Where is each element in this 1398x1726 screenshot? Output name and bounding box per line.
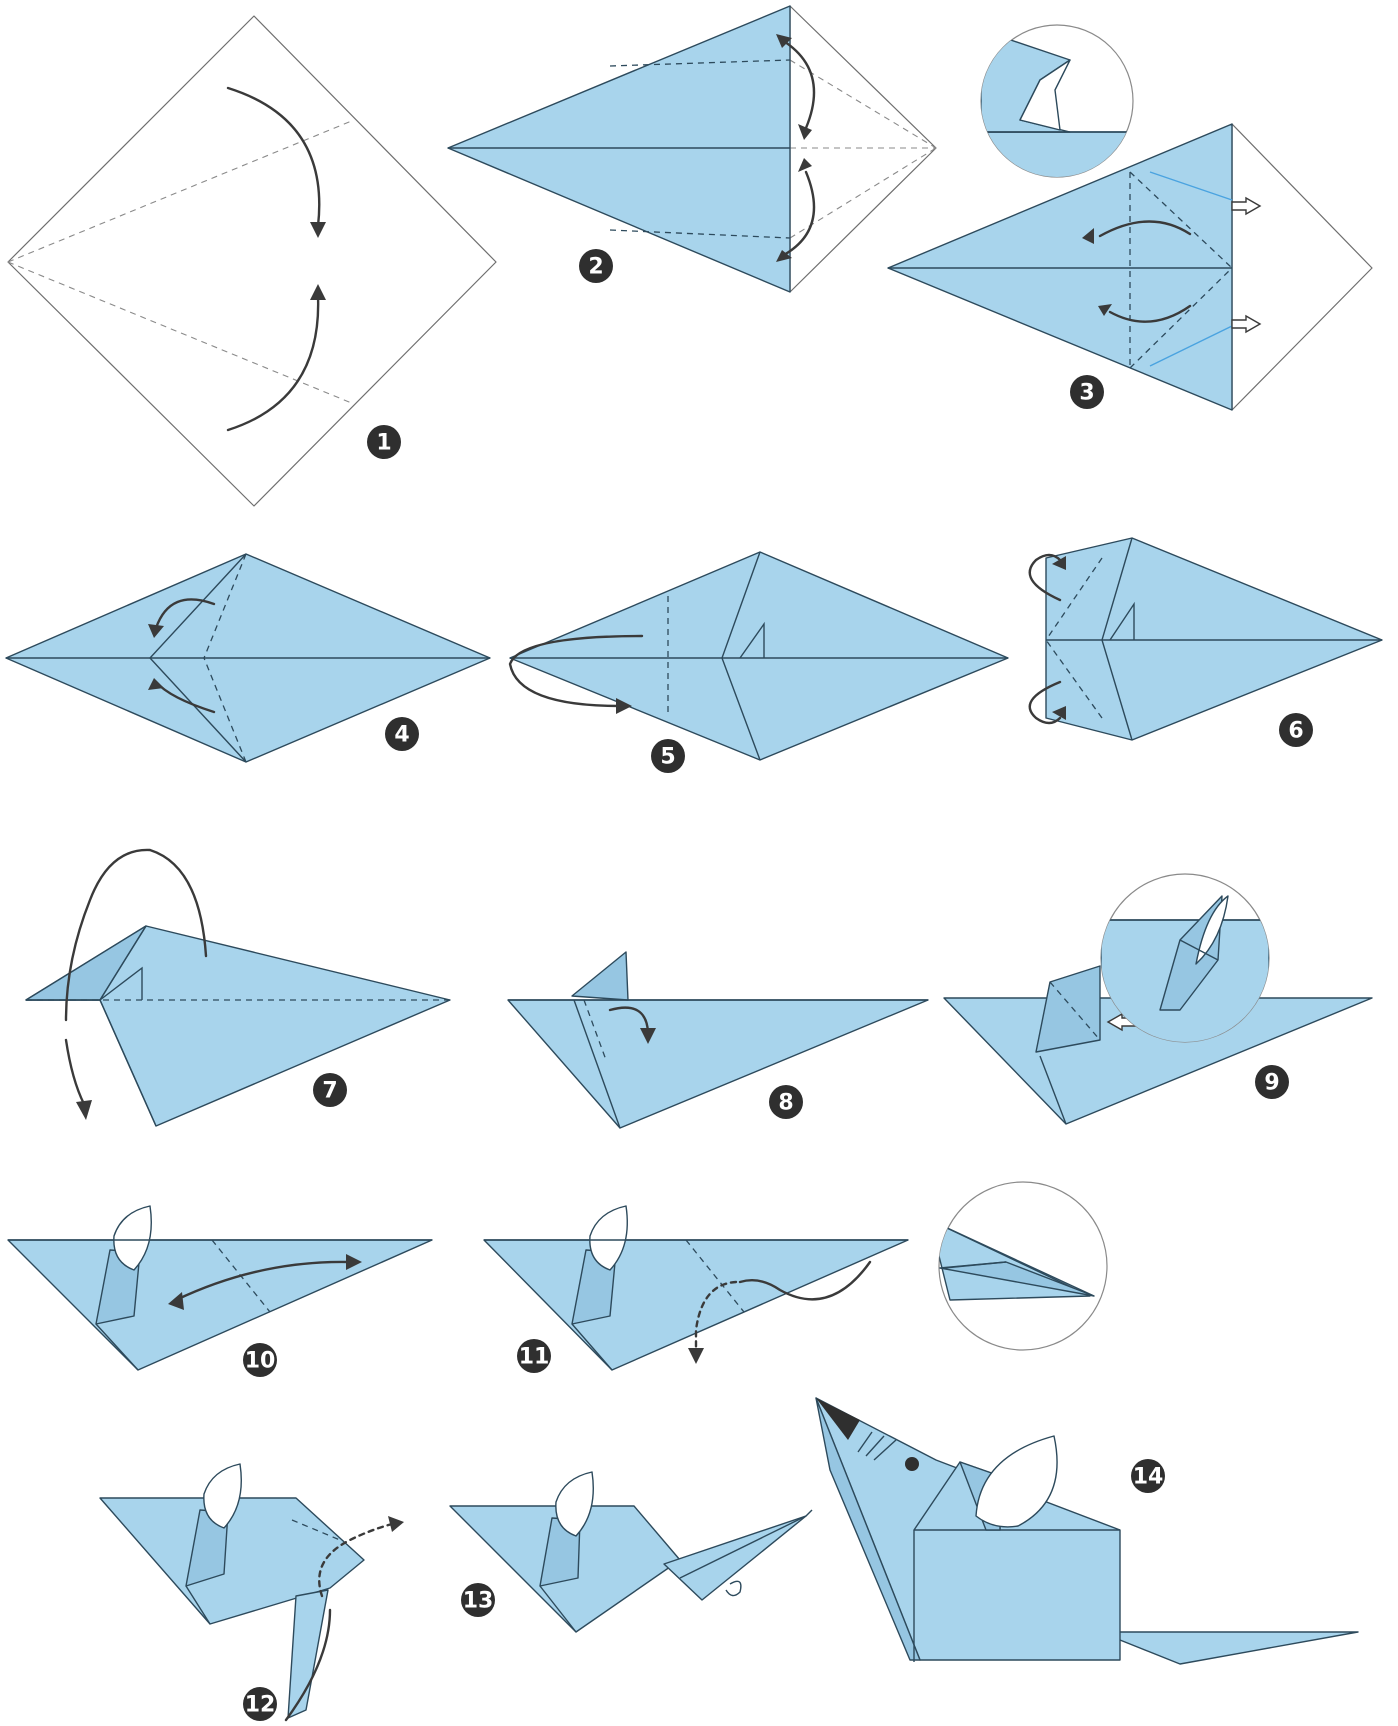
step-12-figure [100, 1464, 404, 1720]
step-3-badge: 3 [1070, 375, 1104, 409]
svg-text:6: 6 [1288, 719, 1303, 744]
step-9-badge: 9 [1255, 1065, 1289, 1099]
step-13-badge: 13 [461, 1583, 495, 1617]
step-2-figure [448, 6, 936, 292]
step-5-badge: 5 [651, 739, 685, 773]
svg-text:9: 9 [1264, 1071, 1279, 1096]
step-3-detail-circle [981, 25, 1133, 192]
svg-text:5: 5 [660, 745, 675, 770]
step-6-figure [1030, 538, 1382, 740]
step-7-figure [26, 850, 450, 1126]
step-10-figure [8, 1206, 432, 1370]
step-2-badge: 2 [579, 249, 613, 283]
step-1-figure [8, 16, 496, 506]
svg-text:8: 8 [778, 1091, 793, 1116]
step-11-badge: 11 [517, 1339, 551, 1373]
svg-text:13: 13 [463, 1589, 494, 1614]
eye [905, 1457, 919, 1471]
step-10-badge: 10 [243, 1343, 277, 1377]
step-1-badge: 1 [367, 425, 401, 459]
svg-text:1: 1 [376, 431, 391, 456]
svg-text:2: 2 [588, 255, 603, 280]
step-7-badge: 7 [313, 1073, 347, 1107]
step-14-badge: 14 [1131, 1459, 1165, 1493]
step-12-badge: 12 [243, 1687, 277, 1721]
step-11-detail-circle [930, 1182, 1107, 1350]
step-13-figure [450, 1472, 812, 1632]
svg-text:4: 4 [394, 723, 409, 748]
step-8-badge: 8 [769, 1085, 803, 1119]
step-5-figure [510, 552, 1008, 760]
svg-text:12: 12 [245, 1693, 276, 1718]
step-8-figure [508, 952, 928, 1128]
svg-text:14: 14 [1133, 1465, 1164, 1490]
svg-text:7: 7 [322, 1079, 337, 1104]
svg-text:11: 11 [519, 1345, 550, 1370]
step-3-figure [888, 124, 1372, 410]
step-14-figure [816, 1398, 1358, 1664]
svg-text:10: 10 [245, 1349, 276, 1374]
step-4-badge: 4 [385, 717, 419, 751]
step-6-badge: 6 [1279, 713, 1313, 747]
svg-text:3: 3 [1079, 381, 1094, 406]
